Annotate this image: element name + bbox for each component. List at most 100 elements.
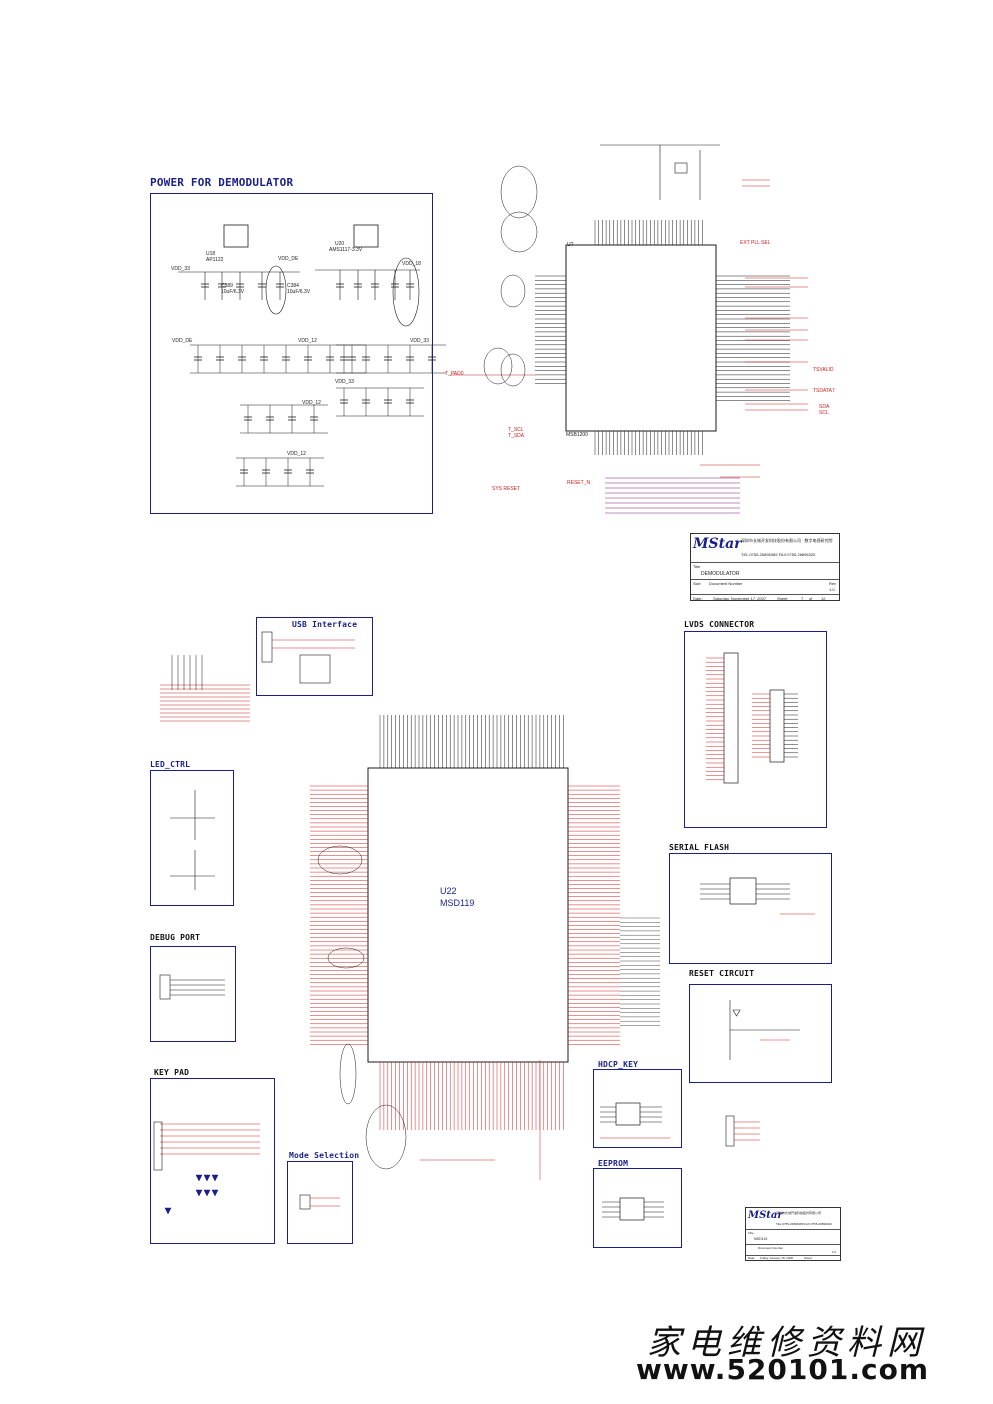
reg2-name: AMS1117-3.3V	[329, 247, 363, 253]
serial-flash-title: SERIAL FLASH	[669, 843, 730, 852]
usb-frame	[256, 617, 373, 696]
highlight-circle	[392, 257, 420, 327]
power-section-title: POWER FOR DEMODULATOR	[150, 176, 294, 189]
highlight-circle	[500, 353, 526, 387]
lvds-connector-b	[769, 689, 785, 763]
reg2-ref: U20	[335, 241, 345, 247]
main-chip-name: MSD119	[440, 898, 475, 908]
net-scl: SCL	[819, 410, 829, 416]
debug-frame	[150, 946, 236, 1042]
tb-top-title-label: Title	[693, 564, 701, 569]
net-reset-n: RESET_N	[567, 480, 591, 486]
debug-title: DEBUG PORT	[150, 933, 201, 942]
tb-top-of-label: of	[809, 596, 813, 601]
hdcp-frame	[593, 1069, 682, 1148]
net-vdd33-a: VDD_33	[171, 266, 190, 272]
mode-frame	[287, 1161, 353, 1244]
tb-bot-tel: TEL:0755-26896389 FAX:0755-26896320	[776, 1222, 832, 1226]
diode-symbol	[211, 1189, 219, 1197]
reset-frame	[689, 984, 832, 1083]
net-vdd-de-b: VDD_DE	[172, 338, 193, 344]
net-vdd12-a: VDD_12	[298, 338, 317, 344]
highlight-circle	[500, 274, 526, 308]
tb-bot-title: MSD119	[754, 1237, 768, 1241]
eeprom-chip	[619, 1197, 645, 1221]
demod-chip-body	[565, 244, 717, 432]
keypad-frame	[150, 1078, 275, 1244]
watermark-chinese: 家电维修资料网	[647, 1323, 927, 1363]
net-vdd33-c: VDD_33	[335, 379, 354, 385]
main-chip-body	[367, 767, 569, 1063]
tb-top-sheet-label: Sheet	[777, 596, 788, 601]
lvds-title: LVDS CONNECTOR	[684, 620, 755, 629]
demod-chip-ref: U?	[567, 242, 574, 248]
net-ext-pll: EXT PLL SEL	[740, 240, 771, 246]
cap-c389-val: 10uF/6.3V	[221, 289, 245, 295]
diode-symbol	[195, 1174, 203, 1182]
net-vdd18: VDD_18	[402, 261, 421, 267]
mstar-logo-bottom: MStar	[748, 1210, 783, 1221]
tb-top-rev: 1.0	[829, 587, 835, 592]
tb-bot-date-label: Date:	[748, 1256, 756, 1260]
net-tsdata: TSDATA7	[813, 388, 835, 394]
net-vdd33-b: VDD_33	[410, 338, 429, 344]
title-block-top: MStar 深圳市长城开发科技股份有限公司 · 数字电视研究院 TEL:0755…	[690, 533, 840, 601]
eeprom-title: EEPROM	[598, 1159, 629, 1168]
usb-title: USB Interface	[292, 620, 358, 629]
regulator-u20	[353, 224, 379, 248]
highlight-circle	[339, 1043, 357, 1105]
tb-bot-sheet-label: Sheet	[804, 1256, 812, 1260]
crystal	[674, 162, 688, 174]
flash-chip	[729, 877, 757, 905]
highlight-circle	[500, 165, 538, 219]
mode-jumper	[299, 1194, 311, 1210]
tb-top-rev-label: Rev	[829, 581, 837, 586]
reset-title: RESET CIRCUIT	[689, 969, 755, 978]
highlight-circle	[500, 211, 538, 253]
tb-top-tel: TEL:0755-26896389 FAX:0755-26896320	[741, 552, 816, 557]
hdcp-title: HDCP_KEY	[598, 1060, 639, 1069]
tb-top-date-label: Date:	[693, 596, 703, 601]
net-vdd12-c: VDD_12	[287, 451, 306, 457]
net-vdd12-b: VDD_12	[302, 400, 321, 406]
tb-bot-title-label: Title	[748, 1231, 754, 1235]
power-section-frame	[150, 193, 433, 514]
tb-top-doc-label: Document Number	[709, 581, 743, 586]
usb-connector	[261, 631, 273, 663]
diode-symbol	[203, 1174, 211, 1182]
net-t-pad: T_PAD0	[445, 371, 464, 377]
tb-top-title: DEMODULATOR	[701, 571, 740, 577]
cap-c384: C384	[287, 283, 299, 289]
diode-symbol	[211, 1174, 219, 1182]
eeprom-frame	[593, 1168, 682, 1248]
tb-top-size-label: Size	[693, 581, 701, 586]
connector-small	[725, 1115, 735, 1147]
lvds-frame	[684, 631, 827, 828]
cap-c384-val: 10uF/6.3V	[287, 289, 311, 295]
diode-symbol	[203, 1189, 211, 1197]
tb-bot-date: Friday, January 18, 2008	[760, 1256, 793, 1260]
tb-bot-rev: 1.0	[832, 1250, 837, 1254]
usb-esd-array	[299, 654, 331, 684]
debug-header	[159, 974, 171, 1000]
net-t-scl: T_SCL	[508, 427, 524, 433]
net-sys-reset: SYS RESET	[492, 486, 521, 492]
watermark-url: www.520101.com	[636, 1353, 929, 1386]
reg1-ref: U18	[206, 251, 216, 257]
lvds-connector-a	[723, 652, 739, 784]
title-block-bottom: MStar 深圳市长城开发科技股份有限公司 TEL:0755-26896389 …	[745, 1207, 841, 1261]
tb-top-of: 12	[821, 596, 826, 601]
diode-symbol	[195, 1189, 203, 1197]
highlight-circle	[365, 1104, 407, 1170]
keypad-header	[153, 1121, 163, 1171]
tb-top-company: 深圳市长城开发科技股份有限公司 · 数字电视研究院	[741, 538, 833, 543]
tb-bot-doc-label: Document Number	[758, 1246, 784, 1250]
net-vdd-de: VDD_DE	[278, 256, 299, 262]
tb-top-sheet: 7	[801, 596, 804, 601]
diode-symbol	[164, 1207, 172, 1215]
mstar-logo-top: MStar	[693, 536, 742, 552]
tb-bot-company: 深圳市长城开发科技股份有限公司	[776, 1211, 822, 1215]
diode-symbol	[732, 1009, 741, 1017]
